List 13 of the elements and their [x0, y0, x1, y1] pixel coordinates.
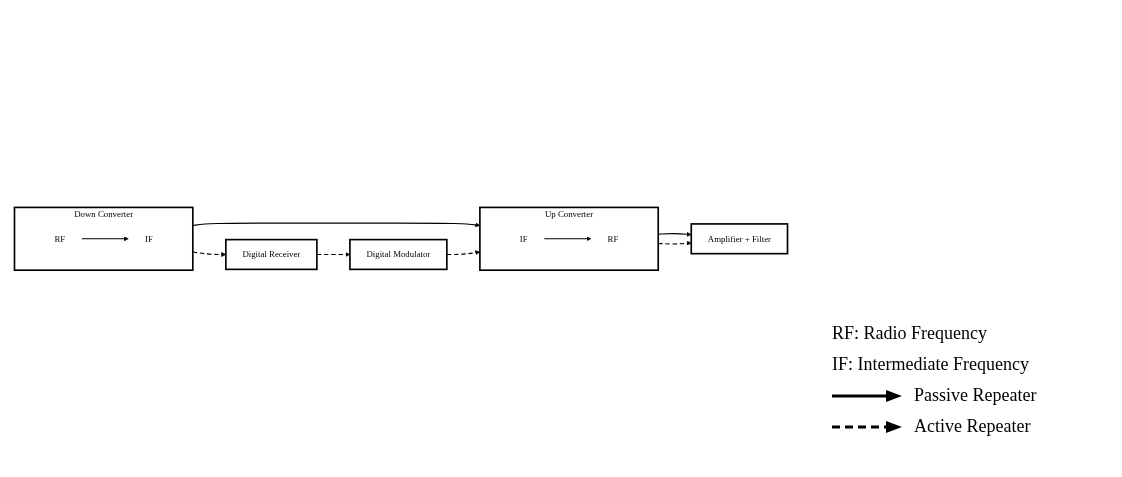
arrow — [543, 236, 592, 241]
abbreviation-note: RF: Radio Frequency — [832, 323, 988, 344]
legend-text: Passive Repeater — [914, 385, 1037, 406]
node-text: IF — [519, 233, 528, 243]
legend-text: Active Repeater — [914, 416, 1031, 437]
node-box: Amplifier + Filter — [690, 222, 789, 255]
node-text: RF — [54, 233, 66, 243]
abbreviation-note: IF: Intermediate Frequency — [832, 354, 1030, 375]
node-text: RF — [607, 233, 619, 243]
arrow — [81, 236, 129, 241]
node-box: Digital Receiver — [225, 238, 318, 270]
node-text: IF — [145, 233, 153, 243]
node-box: Digital Modulator — [349, 238, 448, 270]
